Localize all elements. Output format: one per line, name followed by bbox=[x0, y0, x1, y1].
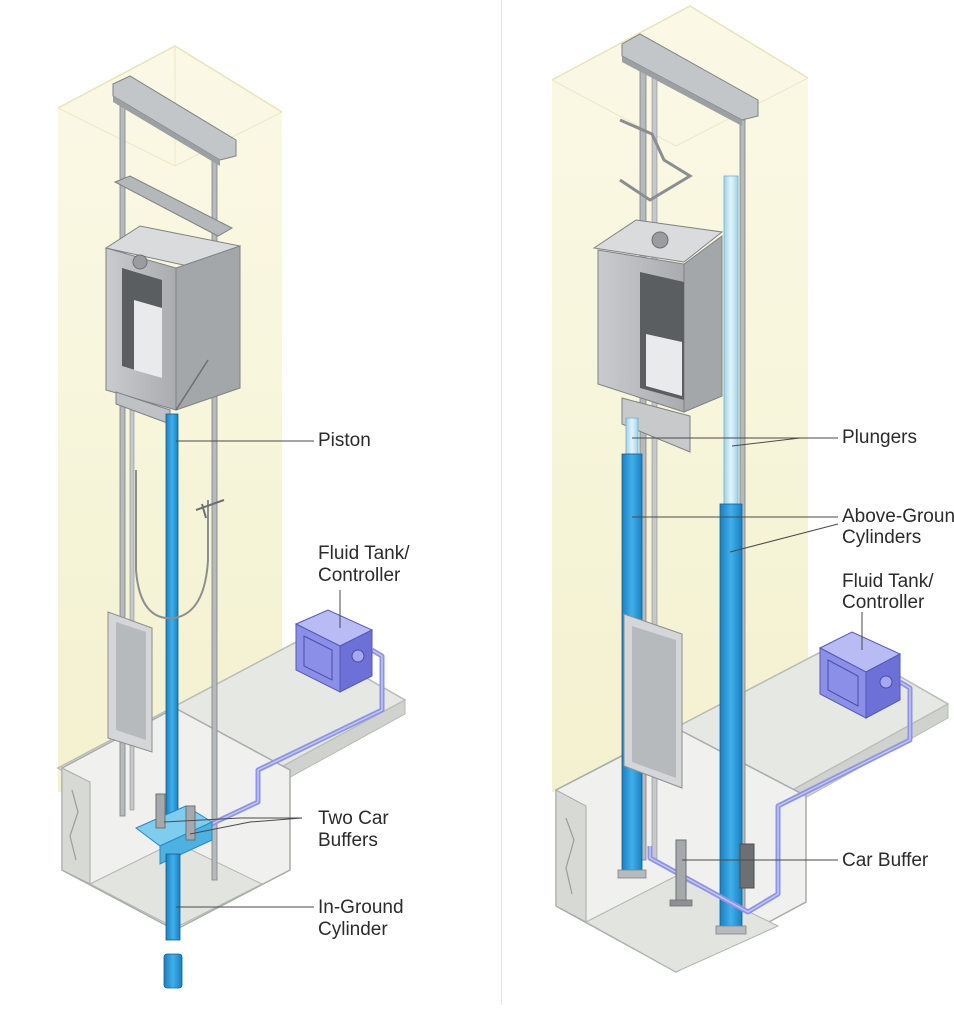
right-top-beam-face bbox=[622, 56, 742, 126]
leader-buffers-a bbox=[163, 817, 302, 823]
label-fluid-tank-right-2: Controller bbox=[842, 592, 925, 613]
leader-cyl-b bbox=[729, 523, 839, 553]
left-in-ground-cylinder bbox=[165, 853, 181, 941]
left-pit-crack bbox=[69, 789, 79, 861]
left-crosshead bbox=[113, 175, 234, 237]
left-car-pulley bbox=[132, 254, 148, 270]
label-fluid-tank-right-1: Fluid Tank/ bbox=[842, 571, 934, 592]
right-shaft-top-edge bbox=[551, 5, 809, 81]
right-car-side bbox=[683, 235, 723, 413]
right-fluid-pipe-hi bbox=[649, 681, 911, 913]
right-cylinder-2-base bbox=[715, 925, 747, 935]
right-tank-panel bbox=[827, 659, 859, 707]
label-piston: Piston bbox=[318, 430, 371, 451]
left-car-brace bbox=[175, 359, 209, 411]
label-two-car-buffers-1: Two Car bbox=[318, 808, 389, 829]
right-above-ground-diagram bbox=[551, 5, 950, 973]
left-car-door-inner bbox=[134, 300, 162, 378]
left-top-beam-face bbox=[113, 96, 220, 166]
left-car-side bbox=[175, 245, 241, 411]
left-shaft-top-inner-2 bbox=[57, 107, 283, 167]
label-in-ground-cylinder-2: Cylinder bbox=[318, 919, 388, 940]
left-pit-left-wall bbox=[61, 767, 91, 885]
left-side-panel-inner bbox=[116, 622, 146, 740]
right-pit-crack bbox=[565, 817, 575, 895]
left-buffer-2 bbox=[185, 805, 196, 841]
left-tank-panel bbox=[303, 635, 333, 681]
right-upper-frame bbox=[619, 118, 693, 202]
left-tank-motor bbox=[351, 649, 365, 663]
right-car-buffer-base bbox=[669, 899, 693, 907]
left-fluid-pipe-hi bbox=[185, 649, 383, 837]
left-cable-clamp bbox=[195, 499, 225, 519]
left-piston bbox=[165, 413, 179, 855]
right-pit-floor bbox=[584, 875, 780, 973]
label-plungers: Plungers bbox=[842, 427, 917, 448]
right-cylinder-1-base bbox=[617, 869, 647, 879]
panel-divider bbox=[501, 0, 502, 1005]
right-tank-motor bbox=[879, 675, 893, 689]
label-in-ground-cylinder-1: In-Ground bbox=[318, 897, 404, 918]
right-car-buffer bbox=[675, 839, 687, 903]
right-plunger-2 bbox=[723, 175, 739, 507]
label-fluid-tank-left-2: Controller bbox=[318, 565, 401, 586]
label-two-car-buffers-2: Buffers bbox=[318, 830, 378, 851]
right-side-panel-inner bbox=[632, 626, 676, 778]
right-pit-left-wall bbox=[555, 789, 587, 923]
right-cylinder-2 bbox=[719, 503, 743, 931]
leader-plunger-b bbox=[731, 437, 838, 447]
right-valve-block bbox=[739, 843, 755, 889]
left-rail-c bbox=[129, 409, 135, 811]
left-buffer-1 bbox=[155, 793, 166, 829]
right-shaft-top-inner bbox=[551, 77, 809, 147]
label-above-ground-cylinders-1: Above-Ground bbox=[842, 506, 954, 527]
left-cylinder-bottom bbox=[163, 953, 183, 989]
label-car-buffer: Car Buffer bbox=[842, 850, 929, 871]
right-car-door-inner bbox=[646, 334, 682, 396]
right-plunger-1 bbox=[625, 417, 639, 455]
right-car-pulley bbox=[651, 231, 669, 249]
label-above-ground-cylinders-2: Cylinders bbox=[842, 527, 922, 548]
leader-lines bbox=[163, 437, 863, 908]
label-fluid-tank-left-1: Fluid Tank/ bbox=[318, 543, 410, 564]
left-in-ground-diagram bbox=[56, 45, 407, 989]
left-traveling-cable bbox=[135, 470, 209, 620]
leader-buffers-b bbox=[189, 817, 303, 835]
